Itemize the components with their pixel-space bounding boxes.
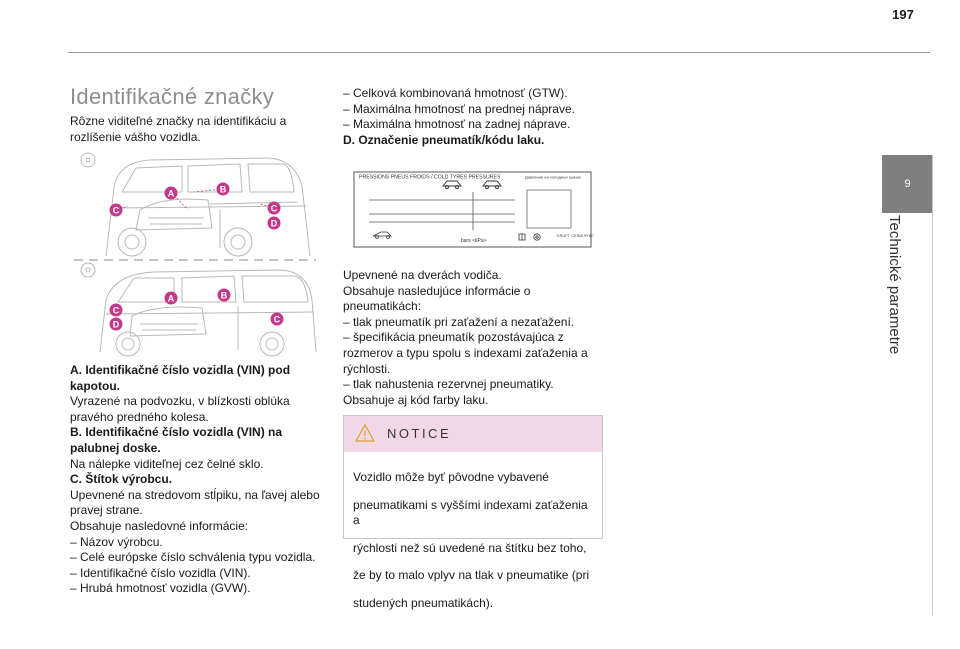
tyre-pressure-label-illustration: PRESSIONS PNEUS FROIDS / COLD TYRES PRES… [353, 171, 594, 248]
tyre-icon [533, 233, 541, 241]
text-line: – Celé európske číslo schválenia typu vo… [70, 550, 316, 565]
tyre-label-code: KSUFT CKSI8 9Y8C [557, 233, 594, 238]
tyre-label-units: bars <kPa> [461, 238, 487, 244]
text-line: – špecifikácia pneumatík pozostávajúca z [343, 330, 564, 345]
section-title: Identifikačné značky [70, 84, 275, 109]
text-line: B. Identifikačné číslo vozidla (VIN) na [70, 425, 283, 440]
text-line: pravej strane. [70, 503, 143, 518]
car-icon [442, 180, 462, 189]
marker-c-label: C [271, 204, 278, 214]
tyre-label-marker: D [109, 317, 123, 331]
loaded-car-icon [482, 180, 502, 189]
text-line: pneumatikách: [343, 299, 422, 314]
header-rule [68, 52, 930, 53]
vehicle-front-illustration: A B C C D [80, 152, 311, 257]
notice-title: NOTICE [387, 426, 452, 441]
text-line: Na nálepke viditeľnej cez čelné sklo. [70, 456, 264, 471]
marker-c-label: C [113, 306, 120, 316]
warning-triangle-icon [355, 423, 375, 442]
weights-and-tyre-heading: – Celková kombinovaná hmotnosť (GTW).– M… [343, 86, 603, 148]
text-line: Obsahuje aj kód farby laku. [343, 392, 489, 407]
text-line: – Hrubá hmotnosť vozidla (GVW). [70, 581, 251, 596]
marker-b-label: B [221, 291, 228, 301]
text-line: – Názov výrobcu. [70, 534, 163, 549]
identification-descriptions: A. Identifikačné číslo vozidla (VIN) pod… [70, 363, 328, 597]
text-line: pravého predného kolesa. [70, 409, 209, 424]
text-line: Vyrazené na podvozku, v blízkosti oblúka [70, 394, 290, 409]
vin-dashboard-marker: B [216, 182, 230, 196]
text-line: studených pneumatikách). [353, 595, 494, 610]
chapter-title-vertical: Technické parametre [879, 215, 927, 375]
vin-dashboard-marker: B [217, 288, 231, 302]
notice-body: Vozidlo môže byť pôvodne vybavené pneumat… [344, 452, 602, 612]
marker-d-label: D [271, 219, 278, 229]
notice-box: NOTICE Vozidlo môže byť pôvodne vybavené… [343, 415, 603, 610]
text-line: – Maximálna hmotnosť na prednej nápravе. [343, 101, 575, 116]
text-line: kapotou. [70, 378, 120, 393]
text-line: rýchlosti. [343, 361, 391, 376]
tyre-label-marker: D [267, 216, 281, 230]
intro-line: Rôzne viditeľné značky na identifikáciu … [70, 114, 287, 128]
vehicle-side-illustration: A B C D C [74, 259, 317, 357]
text-line: D. Označenie pneumatík/kódu laku. [343, 132, 545, 147]
text-line: palubnej doske. [70, 440, 161, 455]
vin-engine-marker: A [164, 291, 178, 305]
marker-c-label: C [113, 206, 120, 216]
text-line: – Celková kombinovaná hmotnosť (GTW). [343, 86, 568, 100]
manufacturer-plate-marker: C [267, 201, 281, 215]
tyre-label-description: Upevnené na dverách vodiča.Obsahuje nasl… [343, 268, 605, 408]
spare-wheel-icon [372, 231, 392, 239]
chapter-title-text: Technické parametre [886, 215, 903, 355]
text-line: Obsahuje nasledovné informácie: [70, 518, 249, 533]
text-line: – tlak nahustenia rezervnej pneumatiky. [343, 377, 554, 392]
tyre-label-header: PRESSIONS PNEUS FROIDS / COLD TYRES PRES… [359, 175, 501, 181]
text-line: rýchlosti než sú uvedené na štítku bez t… [353, 540, 587, 555]
notice-header: NOTICE [344, 416, 602, 452]
text-line: pneumatikami s vyššími indexami zaťaženi… [353, 497, 588, 528]
section-intro: Rôzne viditeľné značky na identifikáciu … [70, 114, 320, 145]
text-line: Upevnené na dverách vodiča. [343, 268, 502, 282]
vin-engine-marker: A [164, 186, 178, 200]
page-number: 197 [892, 7, 914, 22]
text-line: že by to malo vplyv na tlak v pneumatike… [353, 568, 590, 583]
marker-c-label: C [274, 315, 281, 325]
manufacturer-plate-marker: C [109, 203, 123, 217]
manufacturer-plate-marker: C [270, 312, 284, 326]
tyre-label-translation: Давление на холодных шинах [525, 175, 581, 180]
marker-a-label: A [168, 294, 175, 304]
text-line: Obsahuje nasledujúce informácie o [343, 283, 531, 298]
text-line: – Identifikačné číslo vozidla (VIN). [70, 565, 251, 580]
intro-line: rozlíšenie vášho vozidla. [70, 129, 201, 144]
text-line: A. Identifikačné číslo vozidla (VIN) pod [70, 363, 291, 377]
marker-b-label: B [220, 185, 227, 195]
side-rule [932, 155, 933, 615]
manufacturer-plate-marker: C [109, 303, 123, 317]
text-line: – tlak pneumatík pri zaťažení a nezaťaže… [343, 314, 575, 329]
text-line: – Maximálna hmotnosť na zadnej náprave. [343, 117, 571, 132]
marker-d-label: D [113, 320, 120, 330]
text-line: C. Štítok výrobcu. [70, 472, 173, 487]
marker-a-label: A [168, 189, 175, 199]
chapter-tab[interactable]: 9 [882, 155, 933, 213]
book-icon [518, 233, 526, 241]
text-line: Upevnené na stredovom stĺpiku, na ľavej … [70, 487, 320, 502]
text-line: rozmerov a typu spolu s indexami zaťažen… [343, 345, 588, 360]
text-line: Vozidlo môže byť pôvodne vybavené [353, 470, 549, 484]
